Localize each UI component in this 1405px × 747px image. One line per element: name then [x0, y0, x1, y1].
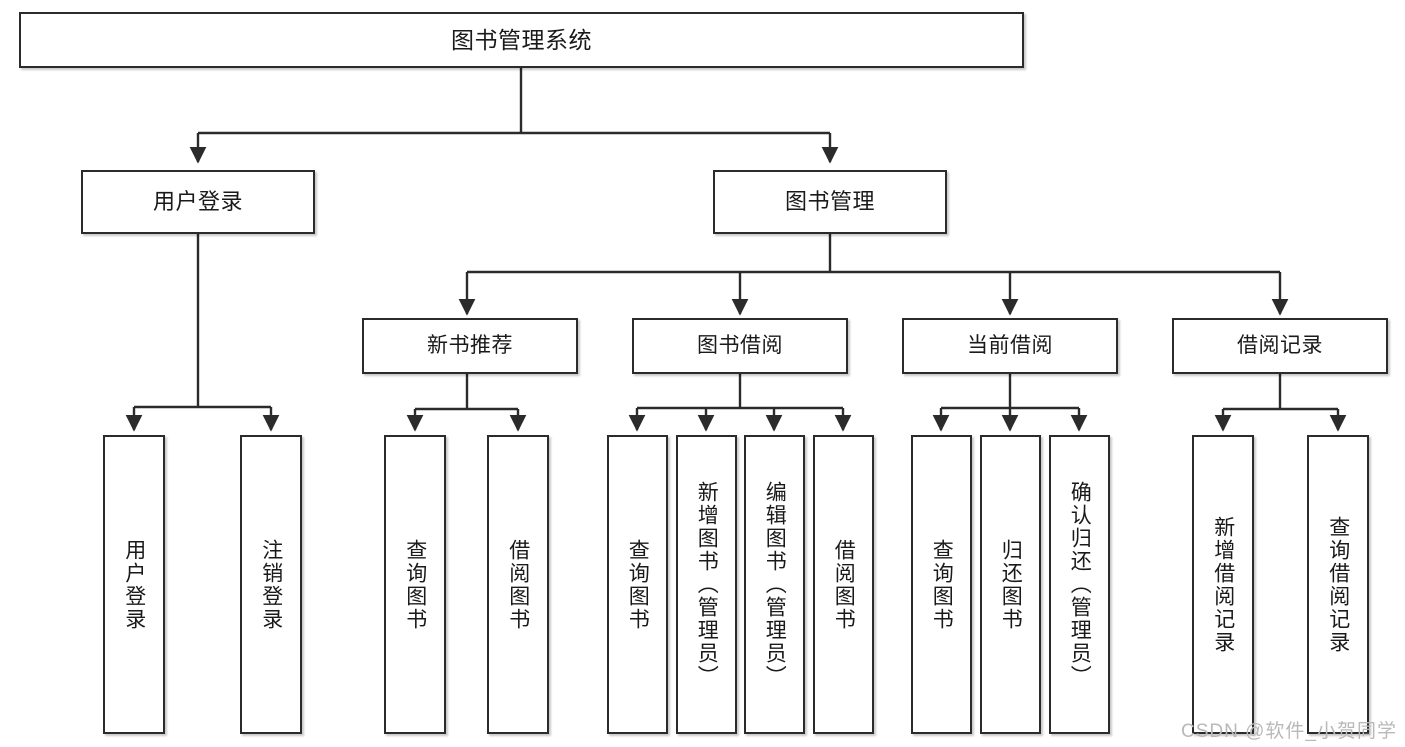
node-user-login[interactable]: 用户登录 — [81, 170, 315, 234]
leaf-book-borrow-query[interactable]: 查询图书 — [607, 435, 668, 734]
leaf-user-login-logout[interactable]: 注销登录 — [240, 435, 302, 734]
node-new-book-recommend-label: 新书推荐 — [427, 333, 513, 357]
node-book-borrow[interactable]: 图书借阅 — [632, 318, 848, 374]
leaf-inner: 注销登录 — [242, 437, 300, 732]
leaf-current-borrow-confirm-label: 确认归还（管理员） — [1068, 481, 1092, 688]
leaf-inner: 编辑图书（管理员） — [746, 437, 803, 732]
leaf-book-borrow-add-label: 新增图书（管理员） — [695, 481, 719, 688]
leaf-book-borrow-edit[interactable]: 编辑图书（管理员） — [744, 435, 805, 734]
node-book-borrow-label: 图书借阅 — [697, 333, 783, 357]
leaf-current-borrow-query[interactable]: 查询图书 — [911, 435, 972, 734]
leaf-current-borrow-query-label: 查询图书 — [930, 538, 954, 631]
leaf-new-book-query[interactable]: 查询图书 — [384, 435, 446, 734]
leaf-book-borrow-borrow[interactable]: 借阅图书 — [813, 435, 874, 734]
node-root-label: 图书管理系统 — [451, 26, 592, 53]
leaf-new-book-borrow[interactable]: 借阅图书 — [487, 435, 549, 734]
leaf-borrow-record-add-label: 新增借阅记录 — [1211, 515, 1235, 654]
leaf-inner: 新增图书（管理员） — [678, 437, 735, 732]
leaf-inner: 查询图书 — [609, 437, 666, 732]
leaf-user-login-login[interactable]: 用户登录 — [103, 435, 165, 734]
leaf-inner: 用户登录 — [105, 437, 163, 732]
csdn-watermark: CSDN @软件_小贺同学 — [1181, 721, 1397, 742]
leaf-borrow-record-query-label: 查询借阅记录 — [1326, 515, 1350, 654]
leaf-book-borrow-edit-label: 编辑图书（管理员） — [763, 481, 787, 688]
leaf-user-login-logout-label: 注销登录 — [259, 538, 283, 631]
leaf-current-borrow-return-label: 归还图书 — [999, 538, 1023, 631]
node-borrow-record-label: 借阅记录 — [1237, 333, 1323, 357]
leaf-inner: 确认归还（管理员） — [1051, 437, 1108, 732]
leaf-inner: 查询借阅记录 — [1309, 437, 1367, 732]
leaf-current-borrow-confirm[interactable]: 确认归还（管理员） — [1049, 435, 1110, 734]
leaf-inner: 查询图书 — [386, 437, 444, 732]
leaf-current-borrow-return[interactable]: 归还图书 — [980, 435, 1041, 734]
leaf-new-book-query-label: 查询图书 — [403, 538, 427, 631]
node-borrow-record[interactable]: 借阅记录 — [1172, 318, 1388, 374]
node-new-book-recommend[interactable]: 新书推荐 — [362, 318, 578, 374]
leaf-inner: 查询图书 — [913, 437, 970, 732]
leaf-inner: 归还图书 — [982, 437, 1039, 732]
node-book-management-label: 图书管理 — [784, 189, 875, 215]
leaf-user-login-login-label: 用户登录 — [122, 538, 146, 631]
leaf-book-borrow-borrow-label: 借阅图书 — [832, 538, 856, 631]
leaf-borrow-record-query[interactable]: 查询借阅记录 — [1307, 435, 1369, 734]
node-root[interactable]: 图书管理系统 — [19, 12, 1024, 68]
leaf-inner: 借阅图书 — [815, 437, 872, 732]
node-current-borrow[interactable]: 当前借阅 — [902, 318, 1118, 374]
node-current-borrow-label: 当前借阅 — [967, 333, 1053, 357]
leaf-borrow-record-add[interactable]: 新增借阅记录 — [1192, 435, 1254, 734]
leaf-inner: 新增借阅记录 — [1194, 437, 1252, 732]
leaf-inner: 借阅图书 — [489, 437, 547, 732]
node-book-management[interactable]: 图书管理 — [713, 170, 947, 234]
leaf-book-borrow-query-label: 查询图书 — [626, 538, 650, 631]
leaf-book-borrow-add[interactable]: 新增图书（管理员） — [676, 435, 737, 734]
leaf-new-book-borrow-label: 借阅图书 — [506, 538, 530, 631]
node-user-login-label: 用户登录 — [152, 189, 243, 215]
